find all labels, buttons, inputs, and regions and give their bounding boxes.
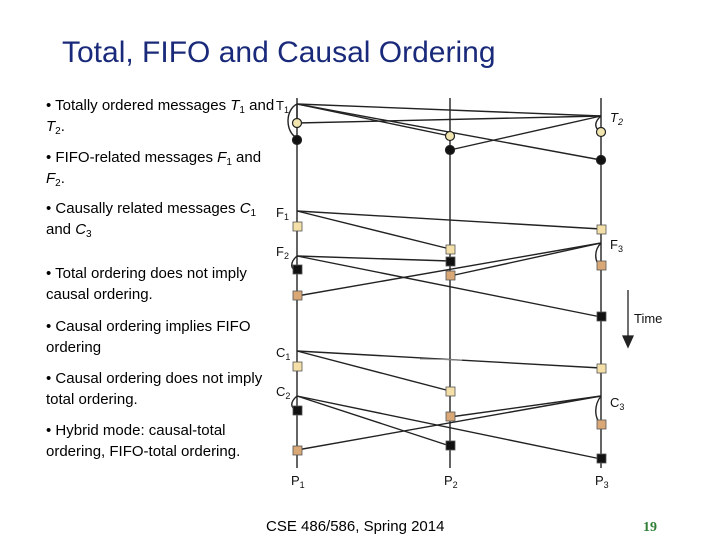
event-f-pale-p2 (445, 244, 456, 255)
event-c-pale-p3 (596, 363, 607, 374)
event-f-tan-p1 (292, 290, 303, 301)
event-c-black-p3 (596, 453, 607, 464)
event-t-open-p1 (291, 117, 303, 129)
label-f3: F3 (610, 237, 623, 254)
event-f-black-p1 (292, 264, 303, 275)
label-t1: T1 (276, 98, 289, 115)
time-label: Time (634, 311, 662, 326)
msg-f3-p3-p2 (449, 242, 602, 277)
time-arrow (621, 290, 635, 349)
label-c3: C3 (610, 395, 624, 412)
event-t-open-p2 (444, 130, 456, 142)
msg-c1-p1-p2 (296, 350, 451, 392)
event-f-black-p2 (445, 256, 456, 267)
label-p3: P3 (595, 473, 609, 490)
bullet-fifo-related: • FIFO-related messages F1 and F2. (46, 149, 262, 189)
msg-t2-p3-p1 (296, 115, 602, 124)
label-c2: C2 (276, 384, 290, 401)
msg-c3-p3-p1 (296, 395, 602, 451)
event-c-black-p1 (292, 405, 303, 416)
event-c-tan-p3 (596, 419, 607, 430)
label-f1: F1 (276, 205, 289, 222)
msg-t1-p1-p3 (296, 103, 602, 117)
label-p2: P2 (444, 473, 458, 490)
label-p1: P1 (291, 473, 305, 490)
event-t-filled-p3 (595, 154, 607, 166)
page-title: Total, FIFO and Causal Ordering (62, 36, 496, 69)
faint-line-1 (419, 358, 463, 361)
event-c-tan-p1 (292, 445, 303, 456)
label-c1: C1 (276, 345, 290, 362)
event-f-tan-p2 (445, 270, 456, 281)
event-f-black-p3 (596, 311, 607, 322)
msg-f1-p1-p3 (296, 210, 602, 230)
msg-c2-p1-p3 (296, 395, 602, 460)
event-c-black-p2 (445, 440, 456, 451)
page-number: 19 (643, 520, 657, 535)
event-f-tan-p3 (596, 260, 607, 271)
msg-c3-p3-p2 (449, 395, 602, 418)
msg-t2-p3-p2 (449, 115, 602, 151)
msg-c2-p1-p2 (296, 395, 451, 447)
bullet-total-ordered: • Totally ordered messages T1 and T2. (46, 97, 275, 137)
event-t-filled-p1 (291, 134, 303, 146)
msg-f2-p1-p2 (296, 255, 451, 262)
event-f-pale-p3 (596, 224, 607, 235)
event-c-tan-p2 (445, 411, 456, 422)
event-c-pale-p1 (292, 361, 303, 372)
msg-f1-p1-p2 (296, 210, 451, 250)
event-c-pale-p2 (445, 386, 456, 397)
msg-f2-p1-p3 (296, 255, 602, 318)
event-t-filled-p2 (444, 144, 456, 156)
bullet-total-not-causal: • Total ordering does not imply causal o… (46, 265, 247, 303)
label-t2: T2 (610, 110, 623, 127)
bullet-causal-not-total: • Causal ordering does not imply total o… (46, 370, 263, 408)
bullet-causal-implies-fifo: • Causal ordering implies FIFO ordering (46, 318, 251, 356)
bullet-hybrid-mode: • Hybrid mode: causal-total ordering, FI… (46, 422, 241, 460)
event-t-open-p3 (595, 126, 607, 138)
bullet-causally-related: • Causally related messages C1 and C3 (46, 200, 257, 240)
footer-course: CSE 486/586, Spring 2014 (266, 518, 445, 535)
event-f-pale-p1 (292, 221, 303, 232)
msg-f3-p3-p1 (296, 242, 602, 297)
label-f2: F2 (276, 244, 289, 261)
